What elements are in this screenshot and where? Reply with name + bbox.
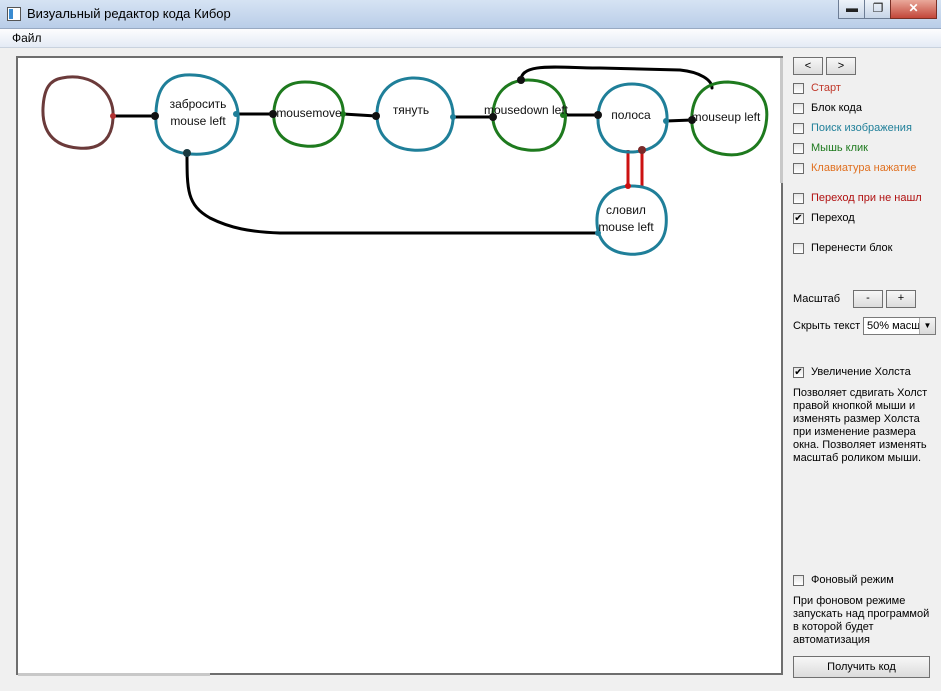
checkbox-label: Старт bbox=[811, 82, 841, 94]
checkbox-label: Перенести блок bbox=[811, 242, 893, 254]
checkbox-box-checked[interactable]: ✔ bbox=[793, 213, 804, 224]
checkbox-box[interactable] bbox=[793, 163, 804, 174]
checkbox-label: Фоновый режим bbox=[811, 574, 894, 586]
checkbox-mouse-click[interactable]: Мышь клик bbox=[793, 142, 938, 158]
node-label-mouseup: mouseup left bbox=[691, 110, 761, 124]
get-code-button[interactable]: Получить код bbox=[793, 656, 930, 678]
checkbox-jump-not-found[interactable]: Переход при не нашл bbox=[793, 192, 938, 208]
vertical-scrollbar[interactable] bbox=[780, 58, 783, 183]
scale-label: Масштаб bbox=[793, 293, 841, 305]
node-label-tyanut: тянуть bbox=[392, 103, 430, 117]
checkbox-box[interactable] bbox=[793, 143, 804, 154]
checkbox-box-checked[interactable]: ✔ bbox=[793, 367, 804, 378]
canvas-grow-description: Позволяет сдвигать Холст правой кнопкой … bbox=[793, 387, 928, 464]
back-button[interactable]: < bbox=[793, 57, 823, 75]
node-label-slovil: словил mouse left bbox=[598, 203, 654, 234]
checkbox-box[interactable] bbox=[793, 193, 804, 204]
checkbox-move-block[interactable]: Перенести блок bbox=[793, 242, 938, 258]
horizontal-scrollbar[interactable] bbox=[18, 673, 210, 676]
checkbox-box[interactable] bbox=[793, 103, 804, 114]
background-mode-description: При фоновом режиме запускать над програм… bbox=[793, 595, 930, 646]
node-tyanut[interactable] bbox=[375, 76, 455, 152]
scale-plus-button[interactable]: + bbox=[886, 290, 916, 308]
node-label-mousedown: mousedown left bbox=[483, 103, 569, 117]
checkbox-box[interactable] bbox=[793, 575, 804, 586]
menu-file[interactable]: Файл bbox=[12, 31, 42, 45]
checkbox-jump[interactable]: ✔ Переход bbox=[793, 212, 938, 228]
checkbox-label: Блок кода bbox=[811, 102, 862, 114]
checkbox-label: Увеличение Холста bbox=[811, 366, 911, 378]
window-title: Визуальный редактор кода Кибор bbox=[27, 6, 231, 21]
hide-text-value: 50% масш bbox=[867, 320, 921, 332]
checkbox-keyboard[interactable]: Клавиатура нажатие bbox=[793, 162, 938, 178]
checkbox-code-block[interactable]: Блок кода bbox=[793, 102, 938, 118]
node-polosa[interactable] bbox=[596, 82, 669, 154]
node-start[interactable] bbox=[41, 75, 115, 150]
checkbox-background-mode[interactable]: Фоновый режим bbox=[793, 574, 938, 590]
checkbox-box[interactable] bbox=[793, 243, 804, 254]
checkbox-box[interactable] bbox=[793, 83, 804, 94]
checkbox-label: Переход bbox=[811, 212, 855, 224]
title-bar: Визуальный редактор кода Кибор ▬ ❐ ✕ bbox=[0, 0, 941, 29]
maximize-button[interactable]: ❐ bbox=[864, 0, 892, 19]
node-mousedown[interactable] bbox=[491, 78, 567, 152]
chevron-down-icon[interactable]: ▼ bbox=[919, 318, 935, 334]
node-slovil[interactable] bbox=[595, 184, 668, 256]
scale-minus-button[interactable]: - bbox=[853, 290, 883, 308]
node-mousemove[interactable] bbox=[272, 80, 345, 148]
checkbox-label: Переход при не нашл bbox=[811, 192, 922, 204]
node-mouseup[interactable] bbox=[690, 80, 769, 157]
hide-text-select[interactable]: 50% масш ▼ bbox=[863, 317, 936, 335]
minimize-button[interactable]: ▬ bbox=[838, 0, 866, 19]
checkbox-label: Клавиатура нажатие bbox=[811, 162, 917, 174]
checkbox-label: Мышь клик bbox=[811, 142, 868, 154]
checkbox-canvas-grow[interactable]: ✔ Увеличение Холста bbox=[793, 366, 938, 382]
forward-button[interactable]: > bbox=[826, 57, 856, 75]
close-button[interactable]: ✕ bbox=[890, 0, 937, 19]
checkbox-box[interactable] bbox=[793, 123, 804, 134]
menu-bar: Файл bbox=[0, 29, 941, 48]
checkbox-image-search[interactable]: Поиск изображения bbox=[793, 122, 938, 138]
checkbox-label: Поиск изображения bbox=[811, 122, 912, 134]
node-label-mousemove: mousemove bbox=[276, 106, 342, 120]
hide-text-label: Скрыть текст bbox=[793, 320, 861, 332]
node-label-polosa: полоса bbox=[611, 108, 651, 122]
app-icon bbox=[7, 7, 21, 21]
checkbox-start[interactable]: Старт bbox=[793, 82, 938, 98]
node-label-zabrosit: забросить mouse left bbox=[169, 97, 227, 128]
